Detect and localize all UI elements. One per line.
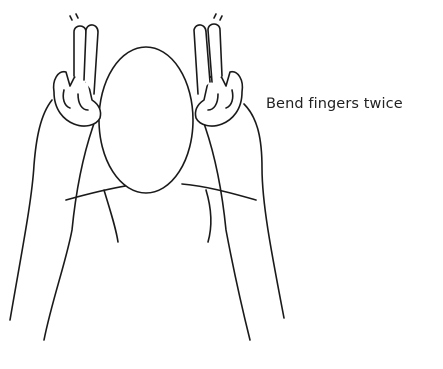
right-arm xyxy=(202,104,284,340)
torso xyxy=(66,184,256,242)
head xyxy=(99,47,193,193)
movement-marks xyxy=(70,14,222,20)
left-hand xyxy=(54,25,101,126)
right-hand xyxy=(194,24,242,126)
left-arm xyxy=(10,100,96,340)
instruction-caption: Bend fingers twice xyxy=(266,96,403,112)
